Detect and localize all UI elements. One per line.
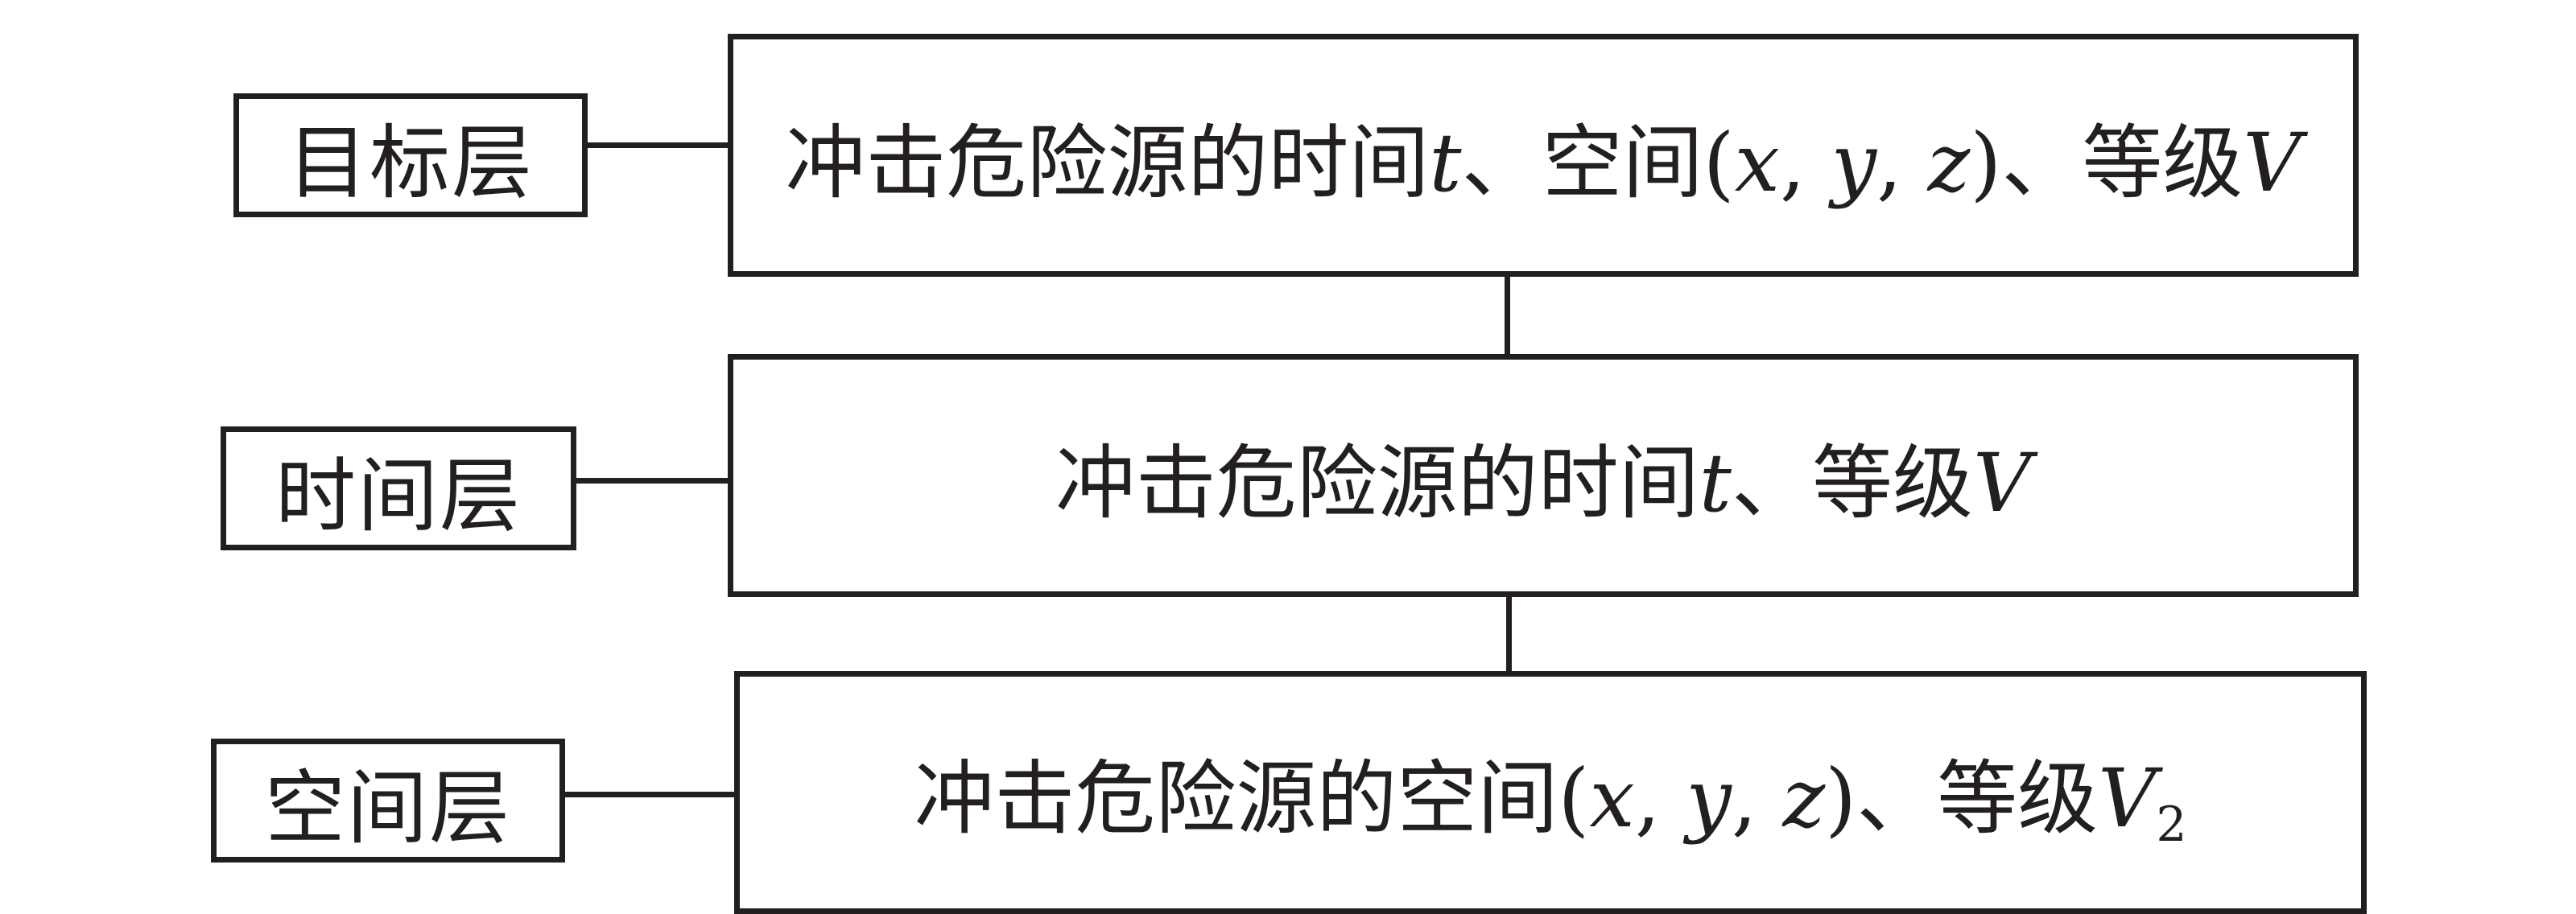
- level-label-time: 时间层: [221, 426, 576, 550]
- level-label-space: 空间层: [211, 739, 565, 863]
- vertical-connector-1: [1505, 277, 1510, 356]
- level-box-target: 冲击危险源的时间t、空间(x, y, z)、等级V: [728, 34, 2359, 277]
- level-label-text: 目标层: [287, 115, 534, 210]
- level-content-space: 冲击危险源的空间(x, y, z)、等级V2: [914, 751, 2187, 853]
- subscript: 2: [2156, 796, 2187, 853]
- level-content-target: 冲击危险源的时间t、空间(x, y, z)、等级V: [785, 115, 2301, 210]
- level-box-time: 冲击危险源的时间t、等级V: [728, 354, 2359, 597]
- level-label-text: 空间层: [265, 760, 511, 855]
- connector-space: [565, 792, 737, 797]
- level-box-space: 冲击危险源的空间(x, y, z)、等级V2: [734, 671, 2367, 914]
- level-label-target: 目标层: [233, 93, 588, 217]
- vertical-connector-2: [1506, 597, 1512, 676]
- level-content-time: 冲击危险源的时间t、等级V: [1055, 435, 2032, 530]
- level-label-text: 时间层: [275, 448, 522, 543]
- connector-time: [576, 478, 731, 484]
- connector-target: [588, 142, 731, 148]
